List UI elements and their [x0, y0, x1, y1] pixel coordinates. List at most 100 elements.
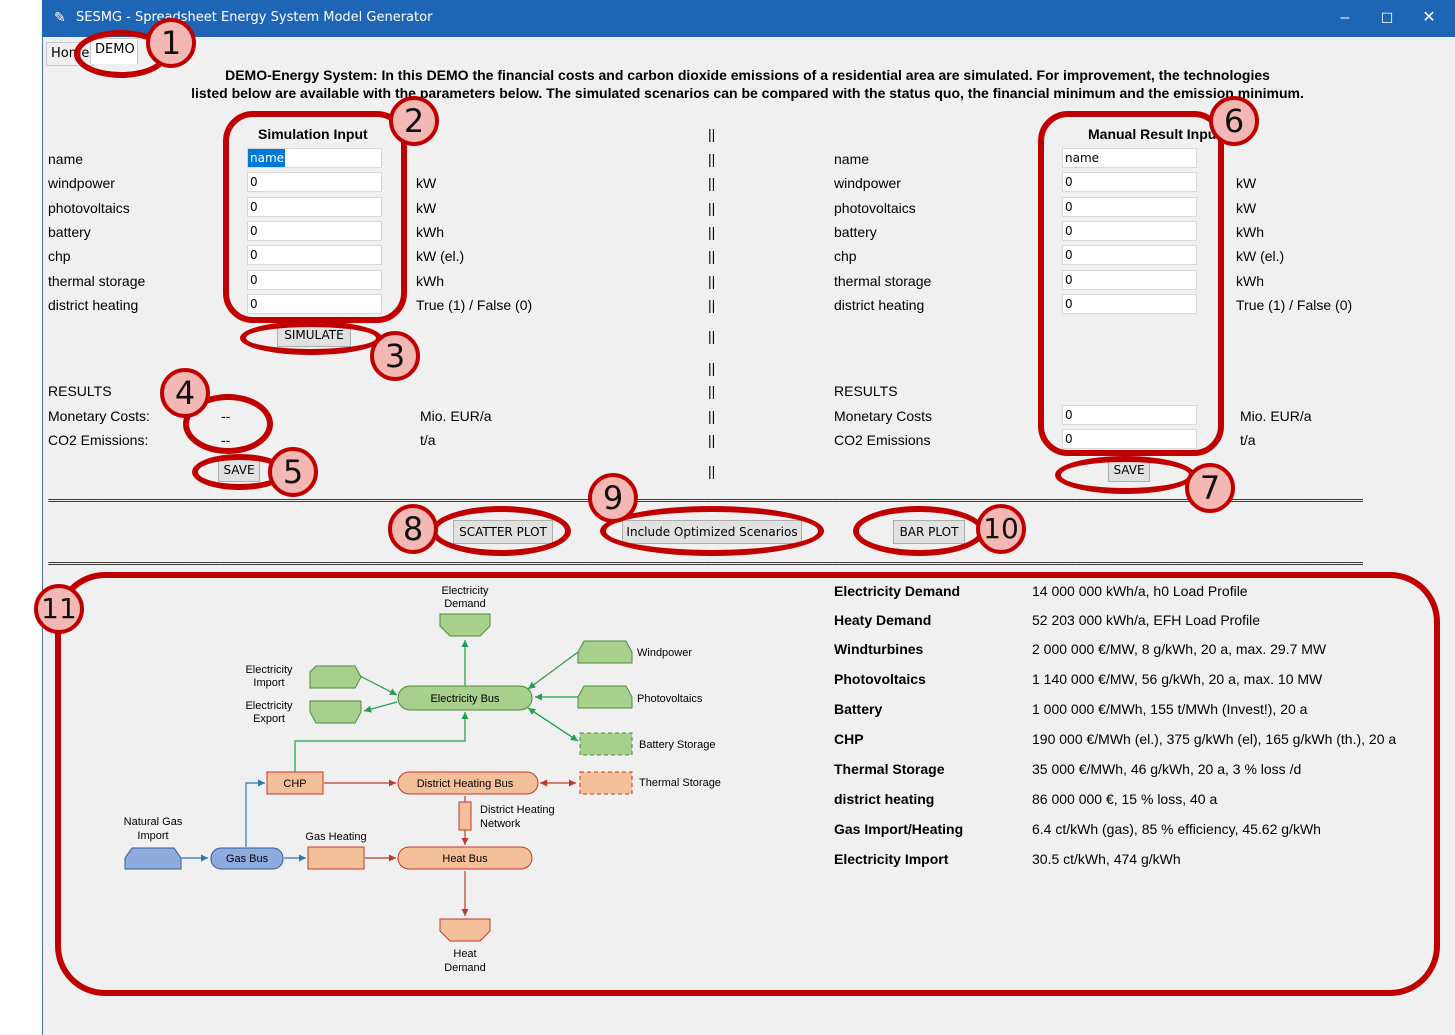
man-label-chp: chp: [834, 248, 857, 264]
param-key: CHP: [834, 731, 864, 747]
param-key: Thermal Storage: [834, 761, 945, 777]
close-button[interactable]: ✕: [1422, 9, 1436, 26]
param-value: 1 000 000 €/MWh, 155 t/MWh (Invest!), 20…: [1032, 701, 1308, 717]
label-electricity-export-2: Export: [253, 713, 285, 725]
sim-unit-thermal-storage: kWh: [416, 273, 444, 289]
column-separator: ||: [708, 224, 716, 240]
man-unit-windpower: kW: [1236, 175, 1257, 191]
man-input-name[interactable]: [1062, 148, 1197, 168]
label-gas-bus: Gas Bus: [226, 853, 269, 865]
district-heating-bus-node: [397, 771, 539, 795]
annotation-oval-8: [431, 506, 571, 556]
sim-label-windpower: windpower: [48, 175, 115, 191]
natural-gas-import-node: [124, 847, 182, 870]
column-separator: ||: [708, 175, 716, 191]
sim-unit-photovoltaics: kW: [416, 200, 437, 216]
sim-label-chp: chp: [48, 248, 71, 264]
man-label-windpower: windpower: [834, 175, 901, 191]
sim-label-co2-emissions: CO2 Emissions:: [48, 432, 149, 448]
man-unit-co2-emissions: t/a: [1240, 432, 1256, 448]
label-battery-storage: Battery Storage: [639, 739, 715, 751]
annotation-oval-9: [600, 506, 824, 556]
label-electricity-export-1: Electricity: [245, 700, 293, 712]
man-input-battery[interactable]: [1062, 221, 1197, 241]
sim-input-photovoltaics[interactable]: [247, 197, 382, 217]
param-value: 2 000 000 €/MW, 8 g/kWh, 20 a, max. 29.7…: [1032, 641, 1327, 657]
param-key: Gas Import/Heating: [834, 821, 964, 837]
annotation-badge-5: 5: [268, 447, 318, 497]
sim-input-chp[interactable]: [247, 245, 382, 265]
column-separator: ||: [708, 151, 716, 167]
man-label-battery: battery: [834, 224, 877, 240]
sim-results-heading: RESULTS: [48, 383, 112, 399]
param-key: Heaty Demand: [834, 612, 932, 628]
param-value: 190 000 €/MWh (el.), 375 g/kWh (el), 165…: [1032, 731, 1397, 747]
man-unit-chp: kW (el.): [1236, 248, 1285, 264]
annotation-rect-6: [1038, 111, 1224, 456]
label-photovoltaics: Photovoltaics: [637, 693, 703, 705]
column-separator: ||: [708, 200, 716, 216]
label-district-heating-network-1: District Heating: [480, 804, 555, 816]
man-label-district-heating: district heating: [834, 297, 925, 313]
param-value: 52 203 000 kWh/a, EFH Load Profile: [1032, 612, 1261, 628]
man-results-heading: RESULTS: [834, 383, 898, 399]
man-input-windpower[interactable]: [1062, 172, 1197, 192]
label-natural-gas-import-2: Import: [137, 830, 168, 842]
man-input-photovoltaics[interactable]: [1062, 197, 1197, 217]
thermal-storage-node: [579, 771, 633, 795]
man-input-co2-emissions[interactable]: [1062, 429, 1197, 449]
windpower-node: [577, 640, 633, 664]
param-key: Electricity Demand: [834, 583, 961, 599]
gas-heating-node: [307, 846, 365, 870]
intro-line-2: listed below are available with the para…: [191, 85, 1304, 101]
annotation-oval-3: [240, 321, 382, 355]
gas-bus-node: [210, 847, 284, 870]
label-district-heating-network-2: Network: [480, 818, 521, 830]
app-feather-icon: ✎: [54, 9, 66, 25]
annotation-badge-7: 7: [1185, 463, 1235, 513]
man-input-district-heating[interactable]: [1062, 294, 1197, 314]
sim-input-battery[interactable]: [247, 221, 382, 241]
annotation-rect-11: [55, 572, 1440, 996]
man-input-thermal-storage[interactable]: [1062, 270, 1197, 290]
divider-top: ========================================…: [48, 496, 1363, 506]
maximize-button[interactable]: ☐: [1380, 10, 1394, 26]
annotation-badge-6: 6: [1209, 96, 1259, 146]
intro-line-1: DEMO-Energy System: In this DEMO the fin…: [225, 67, 1270, 83]
column-separator: ||: [708, 463, 716, 479]
annotation-rect-2: [223, 111, 407, 323]
man-input-monetary-costs[interactable]: [1062, 405, 1197, 425]
sim-unit-battery: kWh: [416, 224, 444, 240]
photovoltaics-node: [577, 685, 633, 709]
param-value: 1 140 000 €/MW, 56 g/kWh, 20 a, max. 10 …: [1032, 671, 1323, 687]
annotation-oval-7: [1055, 456, 1195, 494]
annotation-badge-8: 8: [388, 504, 438, 554]
heat-bus-node: [397, 846, 533, 870]
minimize-button[interactable]: –: [1340, 9, 1350, 26]
param-key: Photovoltaics: [834, 671, 926, 687]
sim-label-photovoltaics: photovoltaics: [48, 200, 130, 216]
man-label-photovoltaics: photovoltaics: [834, 200, 916, 216]
heat-demand-node: [439, 918, 491, 942]
annotation-oval-10: [853, 506, 985, 556]
sim-input-windpower[interactable]: [247, 172, 382, 192]
sim-unit-chp: kW (el.): [416, 248, 465, 264]
man-unit-photovoltaics: kW: [1236, 200, 1257, 216]
annotation-badge-10: 10: [976, 504, 1026, 554]
label-electricity-demand-2: Demand: [444, 598, 486, 610]
param-key: Battery: [834, 701, 883, 717]
man-label-monetary-costs: Monetary Costs: [834, 408, 933, 424]
label-natural-gas-import-1: Natural Gas: [124, 816, 183, 828]
sim-input-thermal-storage[interactable]: [247, 270, 382, 290]
simulation-input-heading: Simulation Input: [258, 126, 368, 142]
electricity-bus-node: [397, 685, 533, 711]
param-key: Windturbines: [834, 641, 924, 657]
sim-input-name[interactable]: [247, 148, 382, 168]
sim-label-thermal-storage: thermal storage: [48, 273, 146, 289]
man-input-chp[interactable]: [1062, 245, 1197, 265]
sim-input-district-heating[interactable]: [247, 294, 382, 314]
label-heat-demand-2: Demand: [444, 962, 486, 974]
param-value: 14 000 000 kWh/a, h0 Load Profile: [1032, 583, 1248, 599]
annotation-badge-9: 9: [588, 473, 638, 523]
